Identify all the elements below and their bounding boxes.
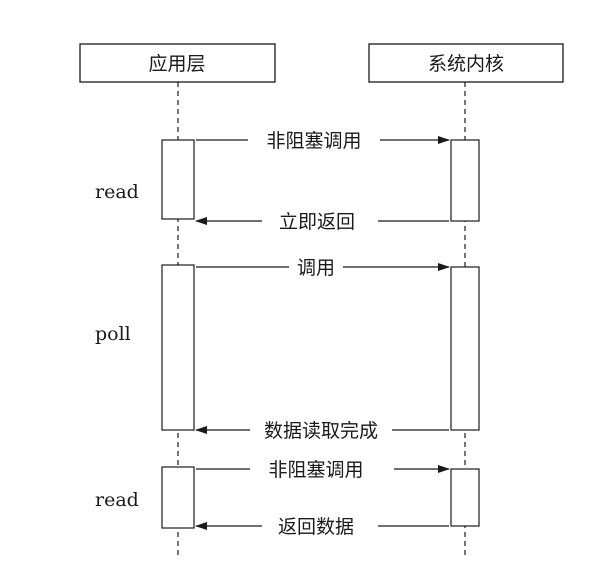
phase-label-read2: read [95, 489, 139, 511]
message-label-6: 返回数据 [278, 516, 354, 538]
kernel-label: 系统内核 [428, 53, 504, 75]
kernel-activation-read2 [450, 468, 480, 527]
app-activation-read1 [161, 139, 195, 220]
message-label-1: 非阻塞调用 [266, 130, 361, 152]
kernel-activation-read1 [450, 139, 480, 222]
message-label-2: 立即返回 [279, 211, 355, 233]
phase-label-read1: read [95, 181, 139, 203]
app-layer-box [79, 43, 276, 83]
phase-label-poll: poll [95, 323, 131, 345]
app-activation-read2 [161, 466, 195, 529]
app-layer-label: 应用层 [148, 53, 205, 75]
kernel-box [368, 43, 564, 83]
kernel-activation-poll [450, 266, 480, 431]
message-label-3: 调用 [297, 257, 335, 279]
message-label-5: 非阻塞调用 [268, 459, 363, 481]
app-activation-poll [161, 264, 195, 431]
message-label-4: 数据读取完成 [264, 420, 378, 442]
